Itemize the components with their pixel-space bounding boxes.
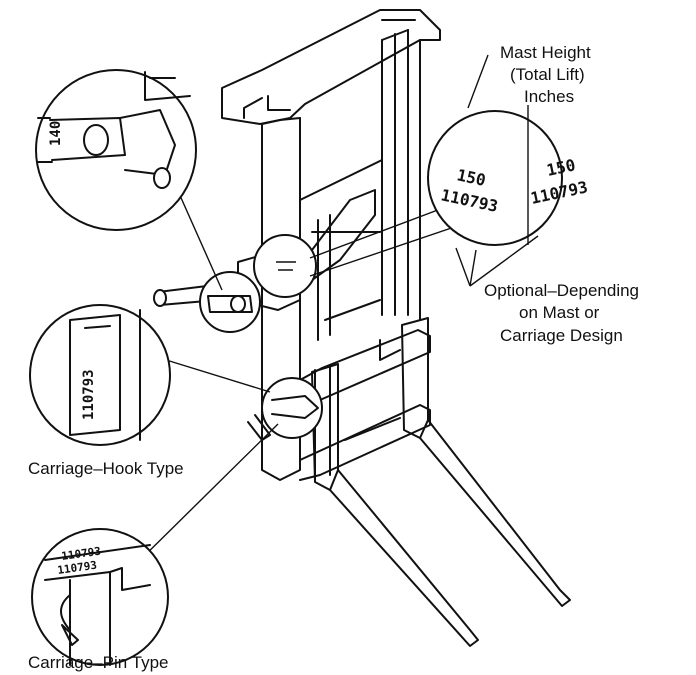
- fork-right: [401, 317, 571, 607]
- label-inches: Inches: [524, 87, 574, 106]
- pin-serial-stamp-upper: 110793: [61, 545, 102, 563]
- detail-mast-stamp: 150 110793 150 110793: [427, 105, 589, 246]
- label-optional: Optional–Depending: [484, 281, 639, 300]
- label-carriage-hook: Carriage–Hook Type: [28, 459, 184, 478]
- detail-carriage-hook: 110793: [29, 304, 171, 446]
- hook-serial-stamp: 110793: [81, 369, 97, 420]
- carriage-stamp-location: [261, 377, 323, 439]
- label-total-lift: (Total Lift): [510, 65, 585, 84]
- pin-serial-stamp-lower: 110793: [57, 559, 98, 577]
- cylinder-stamp-location: [199, 271, 261, 333]
- label-mast-height: Mast Height: [500, 43, 591, 62]
- detail-carriage-pin: 110793 110793: [31, 528, 169, 666]
- mast-stamp-location: [253, 234, 317, 298]
- label-carriage-design: Carriage Design: [500, 326, 623, 345]
- label-carriage-pin: Carriage–Pin Type: [28, 653, 169, 672]
- partial-number-stamp: 140: [48, 121, 64, 146]
- detail-cylinder: 140: [35, 69, 197, 231]
- fork-left: [311, 363, 479, 647]
- label-on-mast: on Mast or: [519, 303, 600, 322]
- mast: [221, 9, 441, 481]
